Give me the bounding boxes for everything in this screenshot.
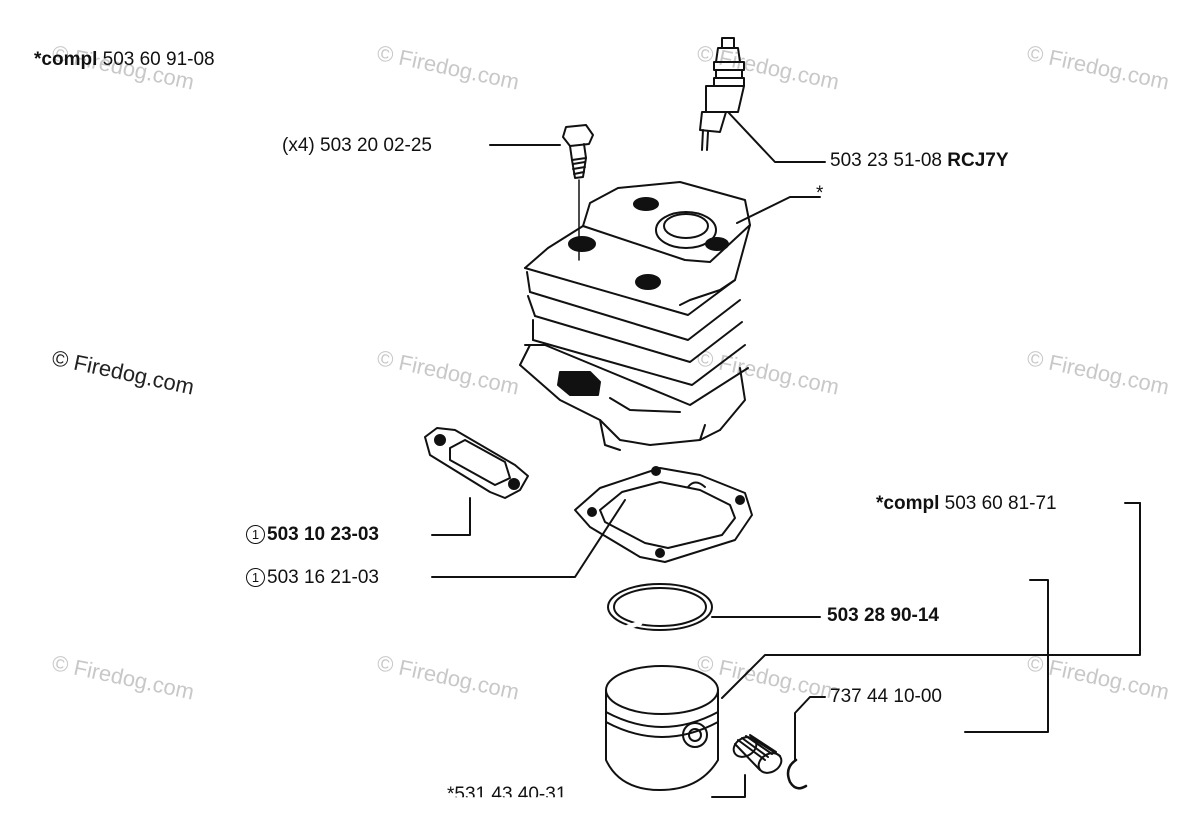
cylinder-drawing <box>519 181 751 451</box>
cylinder-star-label: * <box>816 183 824 204</box>
compl-top-label: *compl 503 60 91-08 <box>34 49 215 71</box>
compl-number: 503 60 91-08 <box>102 49 215 70</box>
base-gasket-drawing <box>574 466 753 563</box>
needle-bearing-drawing <box>732 734 783 774</box>
compl-piston-number: 503 60 81-71 <box>944 493 1057 514</box>
bolt-label: (x4) 503 20 02-25 <box>282 135 432 157</box>
base-gasket-number: 503 16 21-03 <box>267 567 379 588</box>
circlip-drawing <box>786 758 808 790</box>
circlip-label: 737 44 10-00 <box>830 686 942 707</box>
compl-prefix: *compl <box>34 49 98 70</box>
piston-ring-drawing <box>607 583 713 631</box>
exhaust-gasket-number: 503 10 23-03 <box>267 524 379 545</box>
compl-prefix: *compl <box>876 493 940 514</box>
compl-piston-label: *compl 503 60 81-71 <box>876 493 1057 515</box>
piston-partial-label: *531 43 40-31 <box>447 784 567 805</box>
piston-ring-label: 503 28 90-14 <box>827 605 939 626</box>
bolt-number: 503 20 02-25 <box>320 135 433 156</box>
circled-number: 1 <box>246 568 265 587</box>
piston-drawing <box>605 665 719 791</box>
spark-plug-label: 503 23 51-08 RCJ7Y <box>830 150 1009 172</box>
spark-plug-number: 503 23 51-08 <box>830 150 942 171</box>
bolt-qty: (x4) <box>282 135 315 156</box>
bolt-drawing <box>562 124 594 261</box>
leader-lines <box>431 111 1141 798</box>
circled-number: 1 <box>246 525 265 544</box>
spark-plug-drawing <box>699 37 745 151</box>
spark-plug-type: RCJ7Y <box>947 150 1009 171</box>
exhaust-gasket-drawing <box>424 427 529 499</box>
